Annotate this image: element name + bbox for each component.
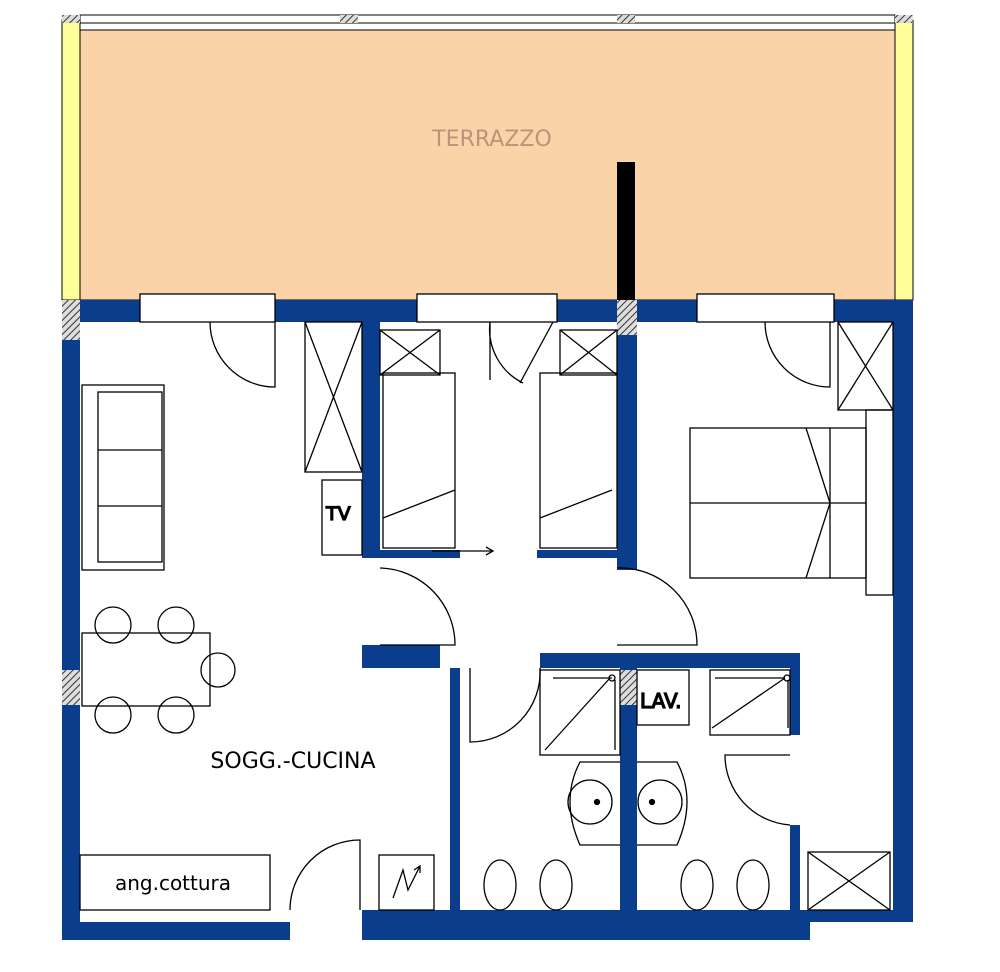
railing [79, 14, 896, 24]
toilet-2 [736, 859, 770, 911]
dining-table [81, 606, 236, 734]
bed-2 [539, 329, 618, 549]
cooking-corner [79, 854, 271, 911]
windows [139, 293, 835, 323]
cooking-corner-label: ang.cottura [115, 871, 231, 895]
bed-1 [379, 329, 456, 549]
walls [62, 300, 913, 940]
sink-2 [637, 761, 688, 846]
terrace-label: TERRAZZO [431, 127, 552, 152]
laundry-label: LAV. [640, 689, 681, 713]
side-strip-right [894, 19, 914, 301]
sink-1 [567, 761, 620, 846]
shower-1 [539, 669, 621, 756]
tv-unit [321, 479, 363, 556]
side-strip-left [61, 19, 81, 301]
furniture: TV LAV. [79, 321, 894, 911]
doors [209, 321, 831, 911]
tv-label: TV [325, 503, 351, 525]
sofa [81, 384, 165, 571]
shower-2 [709, 669, 791, 736]
living-kitchen-label: SOGG.-CUCINA [210, 749, 375, 774]
wardrobe-living [304, 321, 363, 473]
toilet-1 [483, 859, 517, 911]
terrace: TERRAZZO [61, 14, 914, 302]
arrow [432, 546, 495, 556]
divider-wall [617, 162, 635, 302]
laundry-box [636, 669, 690, 726]
storage-box [807, 851, 891, 911]
bidet-1 [539, 859, 573, 911]
bidet-2 [680, 859, 714, 911]
double-bed [689, 427, 867, 579]
flue [378, 854, 435, 911]
